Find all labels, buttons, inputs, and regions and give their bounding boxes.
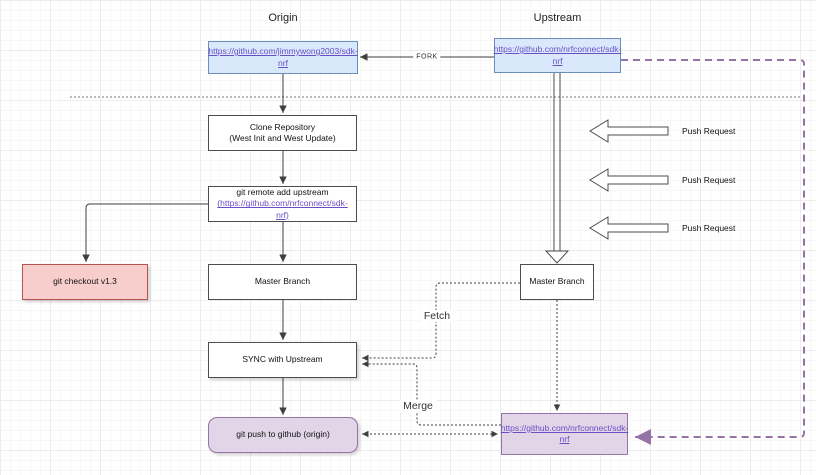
- origin-github-link[interactable]: https://github.com/nrfconnect/sdk-nrf: [500, 422, 629, 444]
- upstream-repo-link[interactable]: https://github.com/nrfconnect/sdk-nrf: [493, 44, 622, 66]
- node-clone-repository: Clone Repository (West Init and West Upd…: [208, 115, 357, 151]
- push-request-label: Push Request: [682, 126, 736, 136]
- push-request-label: Push Request: [682, 175, 736, 185]
- master-branch-upstream-text: Master Branch: [529, 276, 585, 287]
- edge-label-fork: FORK: [413, 53, 441, 61]
- git-push-origin-label: git push to github (origin): [236, 429, 330, 440]
- node-git-push-origin: git push to github (origin): [208, 417, 358, 453]
- origin-repo-link[interactable]: https://github.com/jimmywong2003/sdk-nrf: [208, 46, 358, 68]
- clone-repository-label-line2: (West Init and West Update): [229, 133, 336, 143]
- edge-merge: [362, 360, 501, 426]
- git-remote-label: git remote add upstream: [236, 186, 329, 197]
- push-request-arrow-icon: [589, 119, 669, 143]
- node-master-branch-origin: Master Branch: [208, 264, 357, 300]
- node-master-branch-upstream: Master Branch: [520, 264, 594, 300]
- edge-upstream-to-master-hollow: [544, 73, 570, 264]
- push-request-arrow-icon: [589, 216, 669, 240]
- edge-upstream-to-github-purple: [621, 59, 805, 445]
- push-request-arrow-icon: [589, 168, 669, 192]
- node-sync-with-upstream: SYNC with Upstream: [208, 342, 357, 378]
- git-remote-upstream-link[interactable]: (https://github.com/nrfconnect/sdk-nrf): [217, 198, 348, 220]
- node-origin-github-repo: https://github.com/nrfconnect/sdk-nrf: [501, 413, 628, 455]
- clone-repository-label-line1: Clone Repository: [249, 121, 316, 132]
- node-origin-repo: https://github.com/jimmywong2003/sdk-nrf: [208, 41, 358, 74]
- edge-label-fetch: Fetch: [420, 310, 454, 322]
- sync-with-upstream-label: SYNC with Upstream: [242, 354, 323, 365]
- edge-remote-to-checkout: [82, 203, 208, 262]
- node-git-checkout: git checkout v1.3: [22, 264, 148, 300]
- node-upstream-repo: https://github.com/nrfconnect/sdk-nrf: [494, 38, 621, 73]
- master-branch-origin-label: Master Branch: [254, 276, 311, 287]
- git-checkout-label: git checkout v1.3: [53, 276, 117, 287]
- column-title-origin: Origin: [268, 12, 298, 24]
- node-git-remote-add-upstream: git remote add upstream (https://github.…: [208, 186, 357, 222]
- column-title-upstream: Upstream: [533, 12, 582, 24]
- push-request-label: Push Request: [682, 223, 736, 233]
- edge-label-merge: Merge: [400, 400, 436, 412]
